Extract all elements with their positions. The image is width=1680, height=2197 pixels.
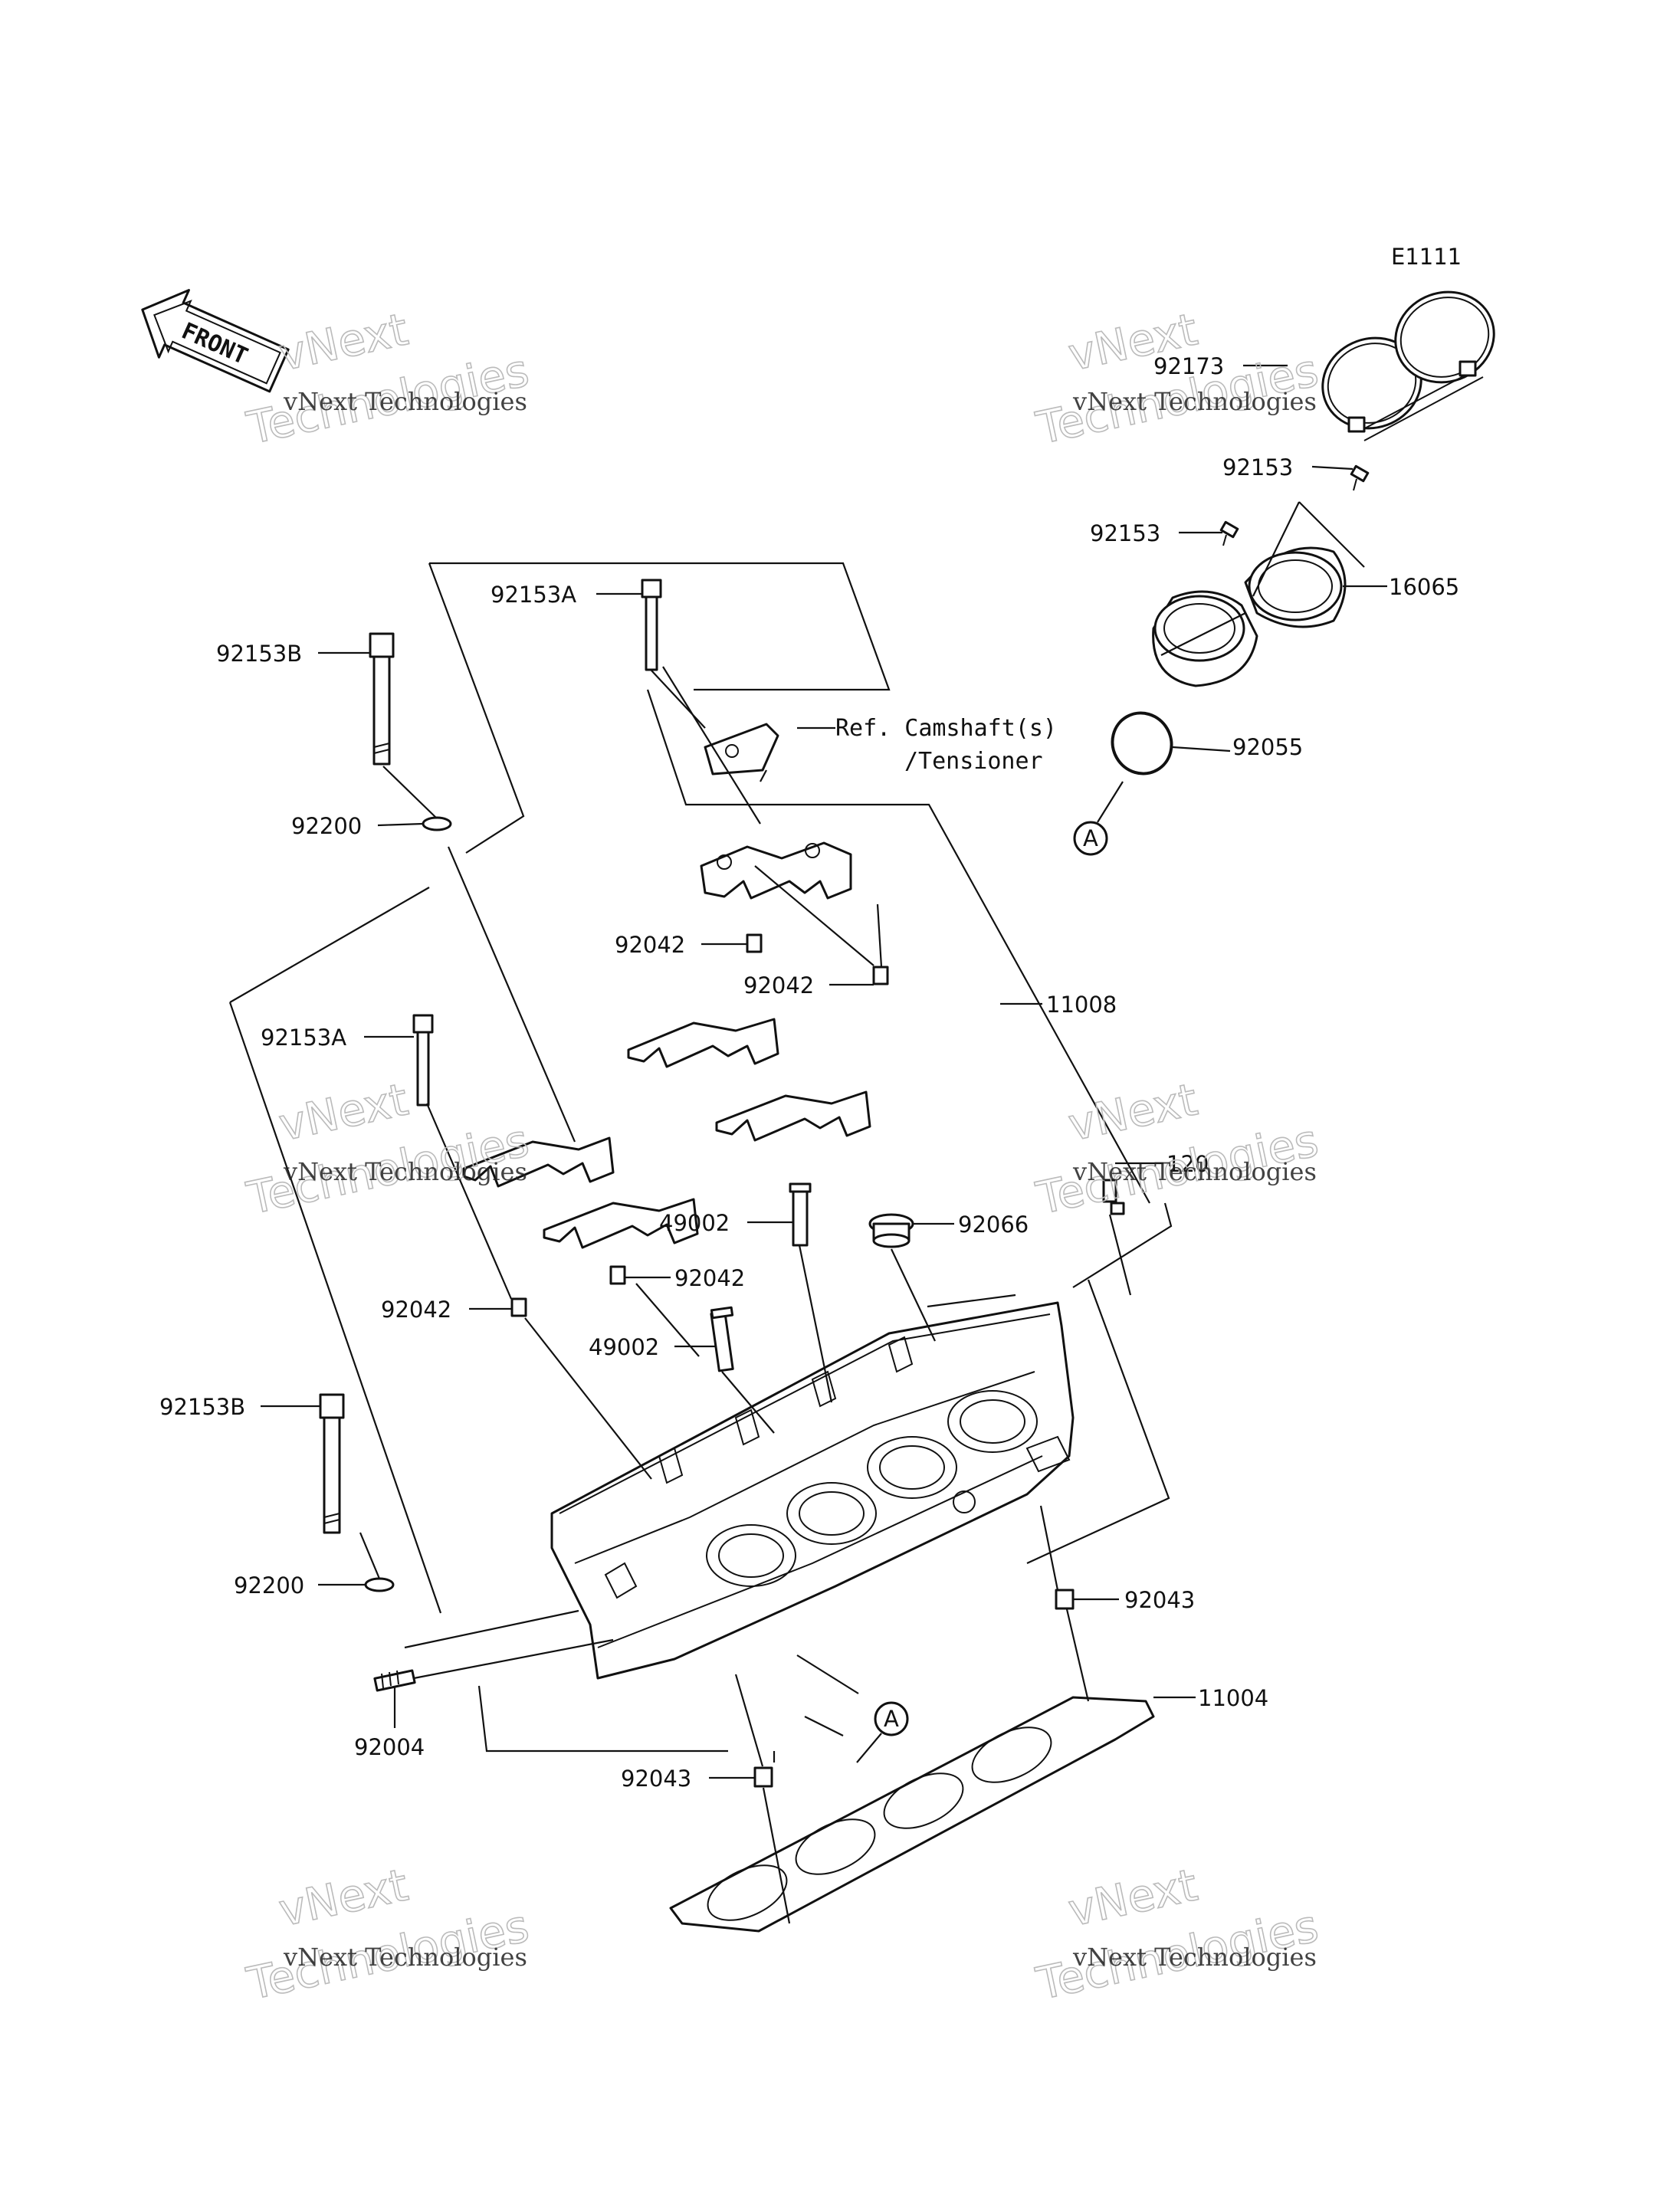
- washer-92200-top-icon: [422, 816, 452, 831]
- svg-text:vNext: vNext: [274, 1858, 412, 1936]
- part-label-92042-d: 92042: [381, 1297, 451, 1323]
- callout-a-top: A: [1073, 781, 1124, 856]
- svg-text:vNext Technologies: vNext Technologies: [283, 1943, 527, 1972]
- clamp-rings: [1321, 290, 1495, 441]
- svg-text:vNext: vNext: [274, 1073, 412, 1151]
- leader-lines-top: [1172, 364, 1387, 753]
- dowel-pins-92042: [510, 933, 889, 1317]
- ref-note-line2: /Tensioner: [904, 748, 1043, 775]
- watermark-3: vNext Technologies vNext Technologies: [241, 1073, 533, 1225]
- watermark-4: vNext Technologies vNext Technologies: [1031, 1073, 1323, 1225]
- cam-caps-middle: [462, 1018, 871, 1249]
- part-label-92042-c: 92042: [674, 1265, 745, 1291]
- label-leaders: [261, 592, 1196, 1779]
- watermark-6: vNext Technologies vNext Technologies: [1031, 1858, 1323, 2011]
- part-label-92200-top: 92200: [291, 813, 362, 839]
- part-label-92042-a: 92042: [615, 932, 685, 958]
- callout-a-bottom: A: [856, 1701, 909, 1763]
- washer-92200-low-icon: [364, 1577, 395, 1592]
- diagram-code: E1111: [1391, 244, 1462, 270]
- part-label-92042-b: 92042: [743, 972, 814, 998]
- part-label-92153-top: 92153: [1222, 454, 1293, 480]
- svg-text:A: A: [884, 1706, 899, 1732]
- ref-note-line1: Ref. Camshaft(s): [835, 715, 1057, 742]
- bolt-92153A-top-icon: [641, 579, 662, 671]
- part-label-11008: 11008: [1046, 992, 1117, 1018]
- fitting-120-icon: [1102, 1179, 1125, 1215]
- part-label-92055: 92055: [1232, 734, 1303, 760]
- part-label-92066: 92066: [958, 1212, 1029, 1238]
- o-ring-92055: [1111, 711, 1173, 776]
- valve-guides-49002: [710, 1182, 812, 1372]
- part-label-92153-mid: 92153: [1090, 520, 1160, 546]
- part-label-11004: 11004: [1198, 1685, 1268, 1711]
- dowel-pins-92043: [753, 1589, 1075, 1788]
- svg-text:vNext: vNext: [274, 303, 412, 381]
- bolt-92153A-mid-icon: [412, 1014, 434, 1107]
- part-label-92043-low: 92043: [621, 1766, 691, 1792]
- part-label-92153A-mid: 92153A: [261, 1025, 346, 1051]
- part-label-120: 120: [1166, 1151, 1209, 1177]
- part-label-92153B-top: 92153B: [216, 641, 302, 667]
- front-arrow-icon: FRONT: [141, 289, 290, 393]
- bolt-92153B-top-icon: [369, 632, 395, 766]
- cam-cap-upper: [700, 841, 852, 900]
- cylinder-head: [550, 1301, 1075, 1680]
- plug-92066-icon: [868, 1213, 914, 1248]
- svg-text:vNext: vNext: [1064, 1858, 1202, 1936]
- part-label-49002-a: 49002: [659, 1210, 730, 1236]
- part-label-92004: 92004: [354, 1734, 425, 1760]
- throttle-body-holders: [1152, 546, 1347, 687]
- part-label-92173: 92173: [1153, 353, 1224, 379]
- svg-text:A: A: [1083, 825, 1098, 851]
- part-label-49002-b: 49002: [589, 1334, 659, 1360]
- svg-text:vNext Technologies: vNext Technologies: [283, 387, 527, 416]
- part-label-92153A-top: 92153A: [491, 582, 576, 608]
- svg-text:vNext Technologies: vNext Technologies: [1072, 1157, 1317, 1186]
- part-label-92043-right: 92043: [1124, 1587, 1195, 1613]
- screw-92153-top-icon: [1350, 464, 1370, 491]
- screw-92153-mid-icon: [1219, 520, 1239, 546]
- watermark-5: vNext Technologies vNext Technologies: [241, 1858, 533, 2011]
- svg-text:vNext Technologies: vNext Technologies: [1072, 387, 1317, 416]
- part-label-16065: 16065: [1389, 574, 1459, 600]
- part-label-92200-low: 92200: [234, 1572, 304, 1599]
- svg-text:vNext Technologies: vNext Technologies: [283, 1157, 527, 1186]
- head-gasket: [669, 1696, 1155, 1933]
- tensioner-plate: [704, 723, 779, 776]
- part-label-92153B-low: 92153B: [159, 1394, 245, 1420]
- svg-text:vNext Technologies: vNext Technologies: [1072, 1943, 1317, 1972]
- stud-92004-icon: [373, 1669, 416, 1692]
- bolt-92153B-low-icon: [319, 1393, 345, 1534]
- watermark-2: vNext Technologies vNext Technologies: [1031, 303, 1323, 455]
